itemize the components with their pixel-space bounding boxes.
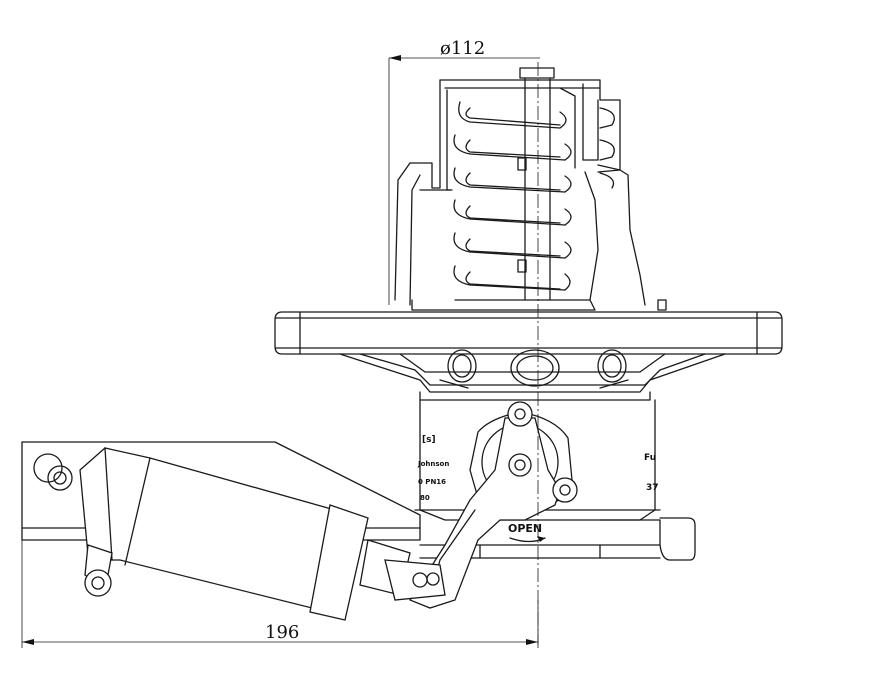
side-text-2: 37 bbox=[646, 483, 659, 493]
length-dimension: 196 bbox=[21, 540, 539, 648]
nameplate-text-2: Johnson bbox=[417, 460, 449, 468]
diameter-dimension: ø112 bbox=[388, 38, 540, 305]
spring-housing bbox=[394, 67, 667, 311]
side-text-1: Fu bbox=[644, 453, 656, 463]
mounting-flange bbox=[274, 311, 783, 355]
nameplate-text-1: [s] bbox=[422, 435, 436, 445]
nameplate-text-4: 80 bbox=[420, 494, 430, 502]
open-direction-indicator: OPEN bbox=[508, 522, 546, 543]
lever-mechanism bbox=[409, 401, 578, 609]
compression-spring bbox=[453, 101, 615, 291]
length-label: 196 bbox=[265, 622, 299, 643]
yoke bbox=[339, 349, 726, 401]
valve-body: [s] Johnson 0 PN16 80 Fu 37 bbox=[414, 399, 696, 561]
nameplate-text-3: 0 PN16 bbox=[418, 478, 446, 486]
diameter-label: ø112 bbox=[440, 38, 485, 59]
pneumatic-cylinder bbox=[21, 441, 446, 621]
open-label: OPEN bbox=[508, 522, 542, 535]
